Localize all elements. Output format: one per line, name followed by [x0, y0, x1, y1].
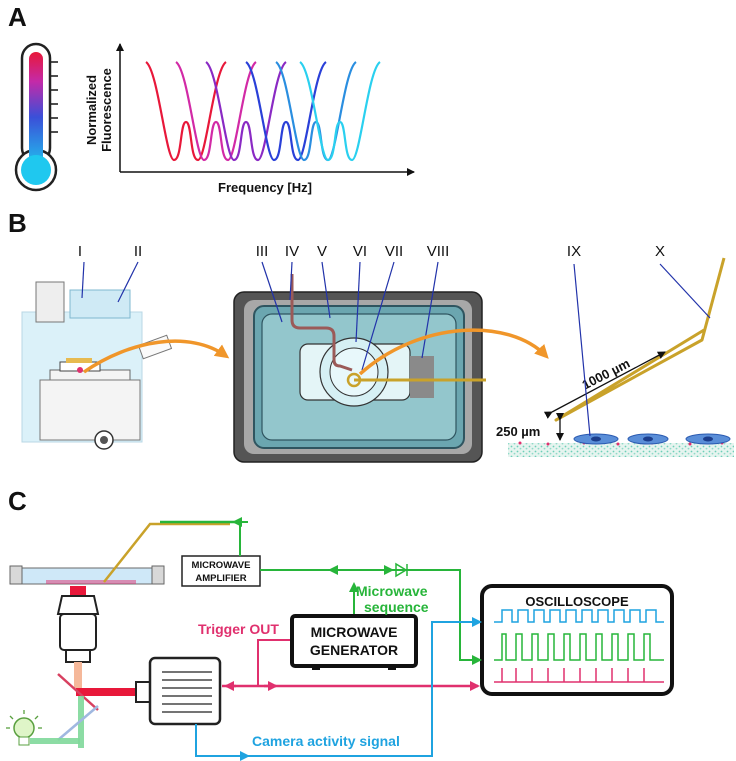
amplifier-label-line2: AMPLIFIER	[195, 573, 246, 584]
zoom-arrow-1	[83, 339, 230, 374]
amplifier-label-line1: MICROWAVE	[192, 560, 251, 571]
spectrum-plot: Normalized Fluorescence Frequency [Hz]	[84, 43, 415, 195]
label-X: X	[655, 243, 665, 260]
microscope-illustration: I II	[21, 243, 173, 450]
spectrum-curve-purple	[205, 61, 287, 162]
pointer-II	[117, 261, 139, 303]
sample-holder-illustration: III IV V VI VII VIII	[233, 243, 486, 463]
label-I: I	[78, 243, 82, 260]
spectrum-curve-blue	[245, 61, 327, 162]
oscilloscope-label: OSCILLOSCOPE	[525, 594, 629, 609]
generator-label-line1: MICROWAVE	[311, 624, 398, 640]
antenna-over-cells-illustration: 1000 µm 250 µm IX X	[496, 243, 734, 457]
objective-lens-illustration	[56, 586, 100, 688]
x-axis-label: Frequency [Hz]	[218, 180, 312, 195]
camera-activity-label: Camera activity signal	[252, 733, 400, 749]
microwave-sequence-label-line1: Microwave	[356, 583, 428, 599]
label-V: V	[317, 243, 327, 260]
generator-label-line2: GENERATOR	[310, 642, 398, 658]
cell-icons	[573, 433, 731, 445]
light-bulb-icon	[6, 710, 42, 746]
signal-wires	[195, 517, 482, 761]
spectrum-curve-magenta	[175, 61, 257, 162]
trace-camera-activity	[494, 609, 664, 623]
zoom-arrow-2	[358, 328, 549, 376]
label-IX: IX	[567, 243, 581, 260]
height-dimension: 250 µm	[496, 424, 540, 439]
label-VIII: VIII	[427, 243, 450, 260]
length-dimension-arrow	[543, 351, 666, 419]
label-II: II	[134, 243, 142, 260]
panel-label-c: C	[8, 486, 27, 516]
label-VII: VII	[385, 243, 403, 260]
microwave-amplifier: MICROWAVE AMPLIFIER	[181, 555, 261, 587]
optical-beam-path	[30, 673, 148, 748]
panel-label-a: A	[8, 2, 27, 32]
y-axis-label-line2: Fluorescence	[99, 68, 114, 152]
trigger-out-label: Trigger OUT	[198, 621, 279, 637]
spectrum-curve-red	[145, 61, 227, 162]
oscilloscope: OSCILLOSCOPE	[480, 584, 674, 696]
spectrum-curve-cyan	[299, 61, 381, 162]
pointer-I	[81, 261, 85, 299]
microwave-sequence-label-line2: sequence	[364, 599, 429, 615]
trace-trigger	[494, 668, 664, 683]
microwave-generator: MICROWAVE GENERATOR	[290, 614, 418, 670]
thermometer-icon	[14, 42, 58, 192]
sample-dish-illustration	[9, 522, 230, 585]
trace-microwave-sequence	[494, 633, 664, 661]
label-VI: VI	[353, 243, 367, 260]
diode-icon	[395, 562, 408, 578]
y-axis-label-line1: Normalized	[84, 75, 99, 145]
camera-icon	[135, 656, 222, 726]
label-III: III	[256, 243, 269, 260]
label-IV: IV	[285, 243, 299, 260]
panel-label-b: B	[8, 208, 27, 238]
